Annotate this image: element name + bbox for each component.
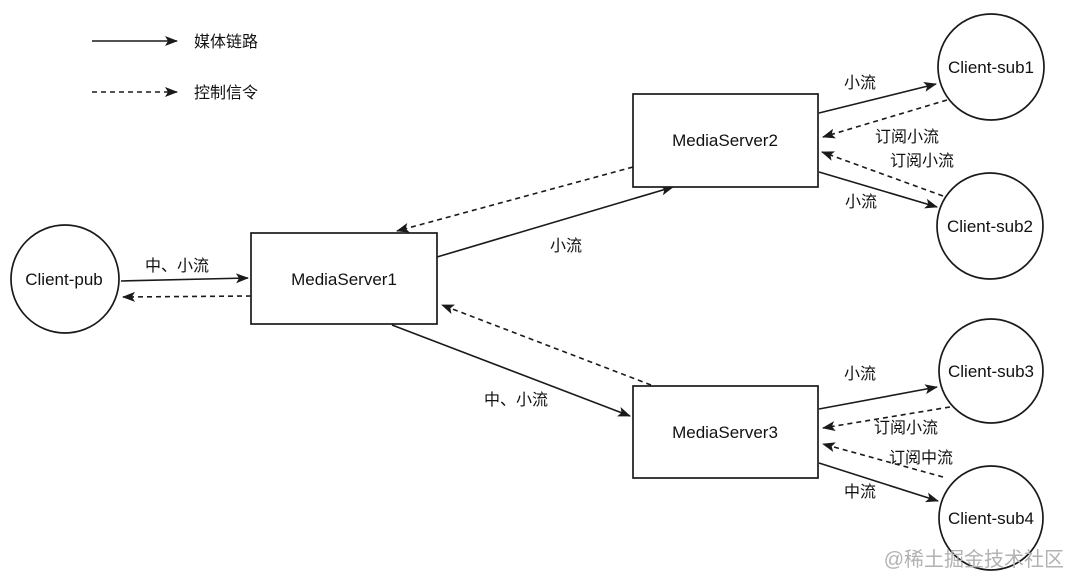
edge-label-sub3-subscribe: 订阅小流 — [874, 419, 938, 437]
node-client-pub — [10, 224, 120, 334]
node-client-sub2 — [936, 172, 1044, 280]
edge-label-sub4-subscribe: 订阅中流 — [889, 449, 953, 467]
edges: 中、小流 小流 中、小流 小流 订阅小流 订阅小流 小流 — [120, 74, 954, 503]
edge-ms1-to-pub-control — [122, 291, 252, 302]
node-media-server1-label: MediaServer1 — [291, 270, 397, 289]
edge-ms1-to-ms2 — [436, 185, 674, 258]
legend-media-link-label: 媒体链路 — [194, 33, 258, 51]
edge-sub1-to-ms2-control — [822, 99, 948, 139]
edge-label-sub2-subscribe: 订阅小流 — [890, 152, 954, 170]
edge-label-ms1-to-ms3: 中、小流 — [484, 391, 548, 409]
legend: 媒体链路 控制信令 — [92, 33, 258, 102]
node-media-server1 — [250, 232, 438, 325]
node-client-sub1-label: Client-sub1 — [948, 58, 1034, 77]
node-client-sub1 — [937, 13, 1045, 121]
node-media-server3-label: MediaServer3 — [672, 423, 778, 442]
edge-ms3-to-ms1-control — [441, 304, 652, 386]
edge-ms2-to-sub2 — [818, 171, 938, 209]
node-client-sub3-label: Client-sub3 — [948, 362, 1034, 381]
edge-ms3-to-sub3 — [818, 384, 938, 410]
watermark: @稀土掘金技术社区 — [884, 548, 1064, 571]
edge-label-ms3-to-sub4: 中流 — [844, 483, 876, 501]
edge-label-ms3-to-sub3: 小流 — [844, 365, 876, 383]
edge-ms1-to-ms3 — [391, 324, 631, 417]
node-client-sub3 — [938, 318, 1044, 424]
edge-label-pub-to-ms1: 中、小流 — [145, 257, 209, 275]
edge-ms2-to-ms1-control — [396, 166, 634, 233]
edge-sub4-to-ms3-control — [822, 442, 944, 478]
edge-ms2-to-sub1 — [818, 82, 937, 114]
edge-label-ms2-to-sub1: 小流 — [844, 74, 876, 92]
node-client-sub2-label: Client-sub2 — [947, 217, 1033, 236]
node-media-server2 — [632, 93, 819, 188]
edge-label-sub1-subscribe: 订阅小流 — [875, 128, 939, 146]
node-media-server3 — [632, 385, 819, 479]
edge-sub3-to-ms3-control — [822, 406, 951, 431]
legend-control-signal-label: 控制信令 — [194, 84, 258, 102]
edge-sub2-to-ms2-control — [821, 151, 944, 197]
edge-label-ms2-to-sub2: 小流 — [845, 193, 877, 211]
node-media-server2-label: MediaServer2 — [672, 131, 778, 150]
nodes: Client-pub MediaServer1 MediaServer2 Med… — [10, 13, 1045, 571]
node-client-sub4-label: Client-sub4 — [948, 509, 1034, 528]
node-client-sub4 — [938, 465, 1044, 571]
edge-ms3-to-sub4 — [818, 462, 939, 503]
edge-pub-to-ms1 — [120, 273, 249, 284]
edge-label-ms1-to-ms2: 小流 — [550, 237, 582, 255]
node-client-pub-label: Client-pub — [25, 270, 103, 289]
